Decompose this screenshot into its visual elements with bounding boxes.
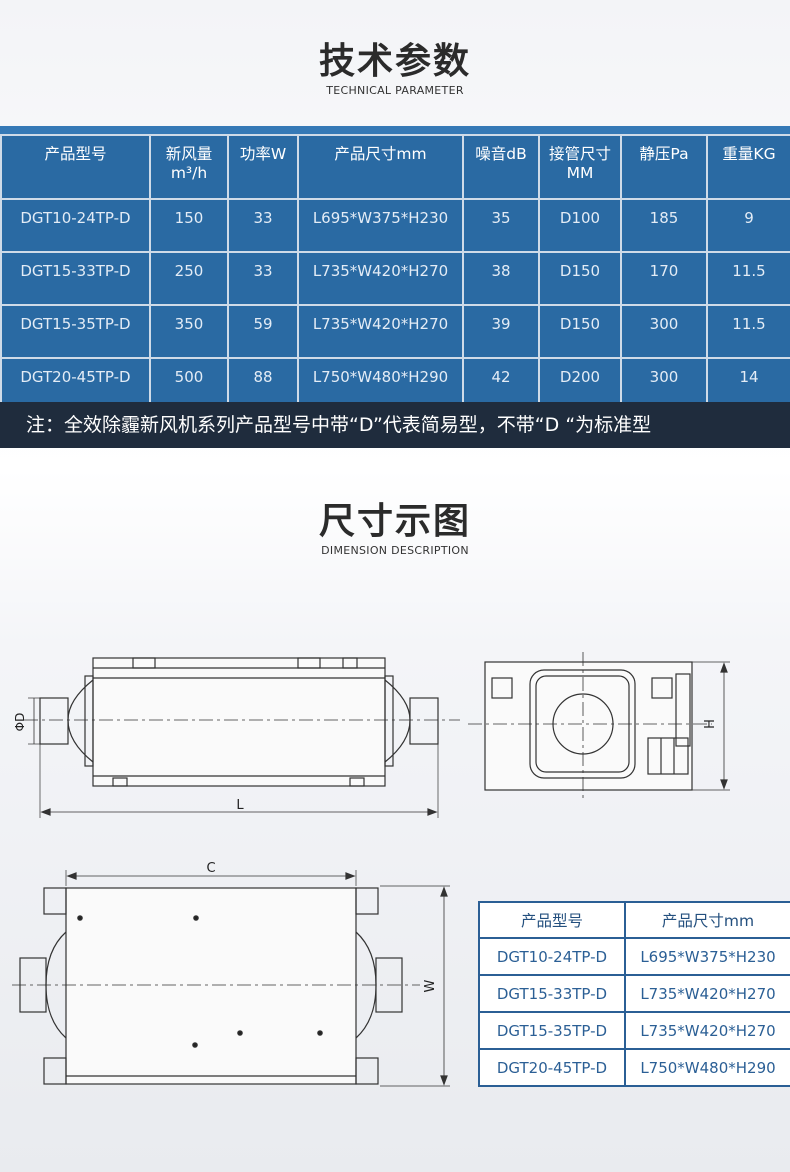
- side-view: [468, 652, 730, 798]
- table-cell: L735*W420*H270: [624, 1011, 790, 1050]
- front-view: [24, 657, 460, 818]
- spec-header-cell: 重量KG: [706, 134, 790, 200]
- table-cell: DGT15-35TP-D: [478, 1011, 626, 1050]
- section-subtitle: DIMENSION DESCRIPTION: [321, 544, 469, 557]
- table-cell: D150: [538, 251, 622, 306]
- width-label: W: [423, 979, 438, 992]
- table-cell: 59: [227, 304, 299, 359]
- header-text: 产品尺寸mm: [334, 145, 427, 163]
- table-cell: L735*W420*H270: [297, 251, 464, 306]
- dimension-drawing: ΦD L H: [12, 652, 730, 1087]
- table-cell: L735*W420*H270: [297, 304, 464, 359]
- diameter-label: ΦD: [13, 713, 27, 732]
- table-cell: DGT10-24TP-D: [0, 198, 151, 253]
- table-cell: 38: [462, 251, 540, 306]
- spec-header-cell: 静压Pa: [620, 134, 708, 200]
- table-cell: 33: [227, 198, 299, 253]
- header-unit: m³/h: [170, 164, 208, 182]
- table-cell: 250: [149, 251, 229, 306]
- top-view: [12, 870, 450, 1087]
- table-cell: 11.5: [706, 304, 790, 359]
- table-cell: DGT15-35TP-D: [0, 304, 151, 359]
- section-title: 尺寸示图: [318, 501, 471, 542]
- table-cell: 33: [227, 251, 299, 306]
- header-unit: MM: [566, 164, 594, 182]
- table-cell: 300: [620, 304, 708, 359]
- section-title: 技术参数: [318, 41, 471, 82]
- table-cell: L695*W375*H230: [297, 198, 464, 253]
- spec-header-cell: 产品尺寸mm: [297, 134, 464, 200]
- spec-table-top-bar: [0, 126, 790, 134]
- table-cell: 185: [620, 198, 708, 253]
- table-cell: 35: [462, 198, 540, 253]
- dims-header-cell: 产品尺寸mm: [624, 901, 790, 939]
- note-bar: 注：全效除霾新风机系列产品型号中带“D”代表简易型，不带“D “为标准型: [0, 402, 790, 448]
- table-cell: L695*W375*H230: [624, 937, 790, 976]
- header-text: 接管尺寸: [548, 145, 611, 163]
- dims-header-row: 产品型号产品尺寸mm: [478, 901, 790, 939]
- table-cell: 9: [706, 198, 790, 253]
- table-cell: 170: [620, 251, 708, 306]
- dims-header-cell: 产品型号: [478, 901, 626, 939]
- header-text: 功率W: [239, 145, 287, 163]
- length-label: L: [236, 798, 244, 813]
- table-cell: 39: [462, 304, 540, 359]
- height-label: H: [703, 719, 718, 729]
- header-text: 新风量: [165, 145, 213, 163]
- table-cell: L750*W480*H290: [624, 1048, 790, 1087]
- section-heading-dimension: 尺寸示图 DIMENSION DESCRIPTION: [0, 500, 790, 557]
- table-cell: 11.5: [706, 251, 790, 306]
- header-text: 静压Pa: [639, 145, 689, 163]
- table-cell: DGT15-33TP-D: [0, 251, 151, 306]
- spec-header-cell: 噪音dB: [462, 134, 540, 200]
- table-cell: D150: [538, 304, 622, 359]
- table-cell: D100: [538, 198, 622, 253]
- header-text: 噪音dB: [475, 145, 527, 163]
- spec-header-cell: 功率W: [227, 134, 299, 200]
- c-label: C: [206, 861, 215, 876]
- section-heading-technical: 技术参数 TECHNICAL PARAMETER: [0, 40, 790, 97]
- table-cell: DGT10-24TP-D: [478, 937, 626, 976]
- table-cell: L735*W420*H270: [624, 974, 790, 1013]
- section-subtitle: TECHNICAL PARAMETER: [326, 84, 464, 97]
- spec-header-cell: 产品型号: [0, 134, 151, 200]
- header-text: 产品型号: [44, 145, 107, 163]
- table-cell: DGT15-33TP-D: [478, 974, 626, 1013]
- table-cell: 350: [149, 304, 229, 359]
- table-cell: 150: [149, 198, 229, 253]
- header-text: 重量KG: [722, 145, 776, 163]
- table-cell: DGT20-45TP-D: [478, 1048, 626, 1087]
